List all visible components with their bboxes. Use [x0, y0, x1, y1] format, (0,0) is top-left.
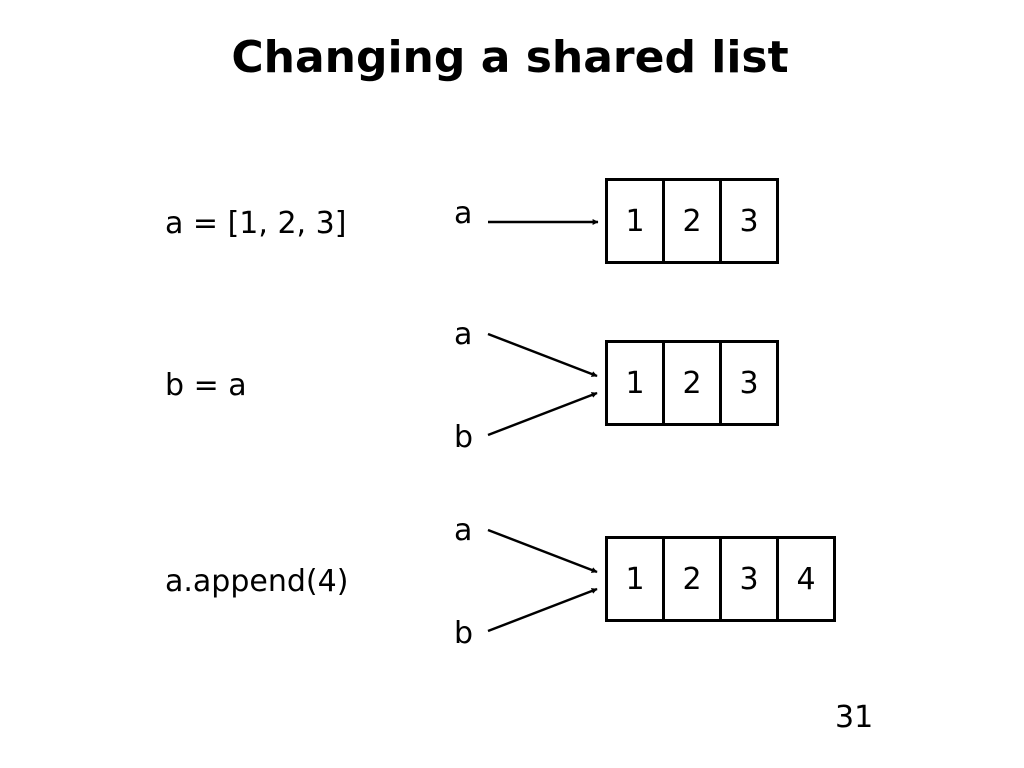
- list-cell: 3: [719, 178, 779, 264]
- list-cell: 4: [776, 536, 836, 622]
- variable-label-a: a: [454, 317, 473, 352]
- variable-label-b: b: [454, 420, 474, 455]
- list-cells-1: 1 2 3: [605, 178, 779, 264]
- variable-label-b: b: [454, 616, 474, 651]
- slide-title: Changing a shared list: [231, 32, 789, 83]
- list-cells-2: 1 2 3: [605, 340, 779, 426]
- arrow-b-to-list-2: [487, 391, 598, 437]
- variable-label-a: a: [454, 513, 473, 548]
- arrow-a-to-list-3: [487, 528, 598, 574]
- code-line-alias: b = a: [165, 368, 247, 403]
- arrow-a-to-list-2: [487, 332, 598, 378]
- variable-label-a: a: [454, 196, 473, 231]
- page-number: 31: [835, 700, 874, 735]
- arrow-b-to-list-3: [487, 587, 598, 633]
- code-line-append: a.append(4): [165, 564, 349, 599]
- code-line-assign-list: a = [1, 2, 3]: [165, 206, 347, 241]
- list-cell: 3: [719, 340, 779, 426]
- list-cells-3: 1 2 3 4: [605, 536, 836, 622]
